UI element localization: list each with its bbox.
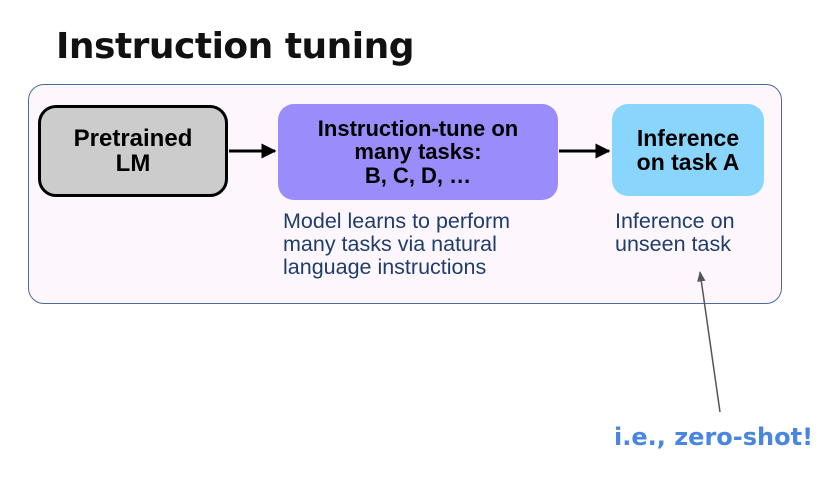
instruction-tune-node: Instruction-tune on many tasks: B, C, D,… bbox=[278, 104, 558, 200]
pretrained-lm-label-line: Pretrained bbox=[73, 124, 193, 152]
instruction-tune-caption: Model learns to perform many tasks via n… bbox=[283, 209, 511, 280]
inference-caption-line: unseen task bbox=[615, 232, 731, 257]
inference-node: Inference on task A bbox=[612, 104, 764, 196]
pretrained-lm-node: Pretrained LM bbox=[38, 105, 228, 197]
zero-shot-note: i.e., zero-shot! bbox=[614, 423, 814, 451]
instruction-tune-caption-line: many tasks via natural bbox=[283, 232, 497, 257]
instruction-tune-label-line: Instruction-tune on bbox=[317, 116, 519, 142]
instruction-tune-label-line: B, C, D, … bbox=[364, 162, 472, 188]
inference-label-line: Inference bbox=[636, 124, 740, 151]
inference-caption: Inference on unseen task bbox=[615, 209, 735, 257]
inference-caption-line: Inference on bbox=[615, 209, 735, 233]
instruction-tune-caption-line: language instructions bbox=[283, 255, 487, 280]
inference-label-line: on task A bbox=[636, 149, 740, 175]
pretrained-lm-label-line: LM bbox=[115, 150, 151, 177]
instruction-tune-caption-line: Model learns to perform bbox=[283, 209, 511, 233]
instruction-tune-label-line: many tasks: bbox=[354, 139, 482, 165]
diagram-title: Instruction tuning bbox=[56, 26, 415, 67]
